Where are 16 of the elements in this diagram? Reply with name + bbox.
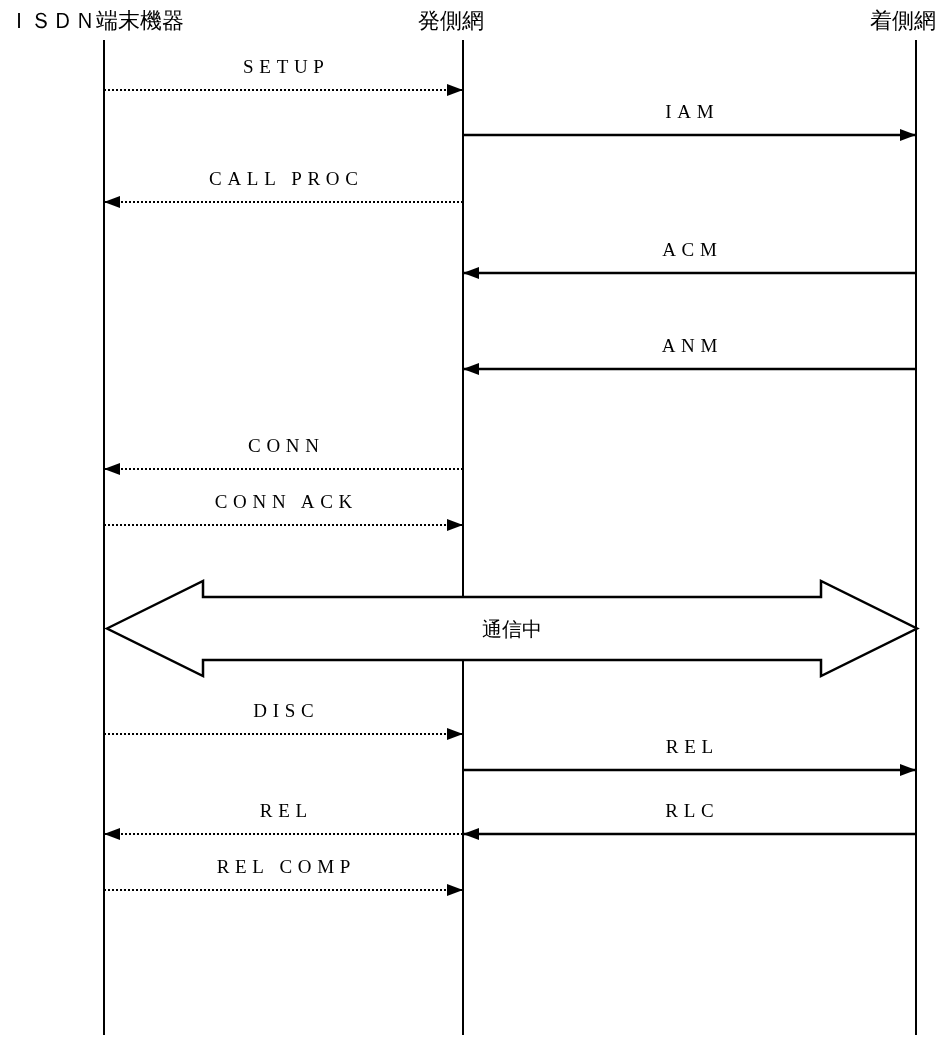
lifeline-label: ＩＳＤＮ端末機器 <box>8 8 184 34</box>
arrow <box>103 84 464 96</box>
arrow <box>463 267 916 279</box>
lifeline-label: 着側網 <box>870 8 936 34</box>
arrow <box>103 728 464 740</box>
arrow <box>463 764 916 776</box>
arrow <box>463 363 916 375</box>
arrow <box>103 884 464 896</box>
lifeline-label: 発側網 <box>418 8 484 34</box>
arrow <box>103 519 464 531</box>
band-label: 通信中 <box>482 615 542 642</box>
arrow <box>103 196 464 208</box>
arrow <box>463 828 916 840</box>
arrow <box>463 129 916 141</box>
arrow <box>103 463 464 475</box>
arrow <box>103 828 464 840</box>
